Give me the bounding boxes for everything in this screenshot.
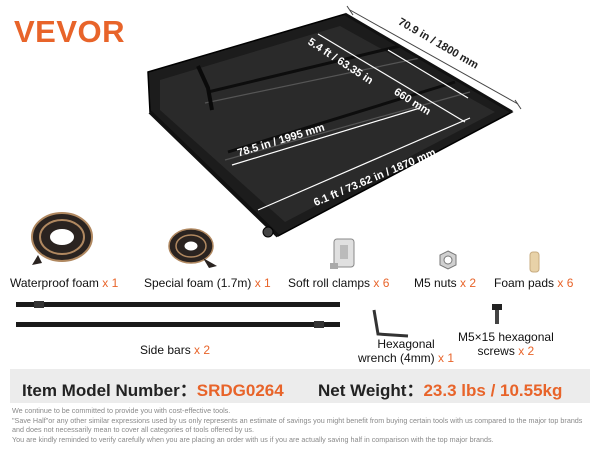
disclaimer-line: "Save Half"or any other similar expressi… <box>12 415 583 435</box>
hex-wrench-label: Hexagonal wrench (4mm) x 1 <box>358 337 455 365</box>
disclaimer-line: We continue to be committed to provide y… <box>12 406 231 415</box>
hex-screws-label: M5×15 hexagonal screws x 2 <box>458 330 554 358</box>
product-info-bar <box>10 369 590 403</box>
foam-pads-label: Foam pads x 6 <box>494 276 574 290</box>
side-bars-label: Side bars x 2 <box>140 343 211 357</box>
special-foam-image <box>168 228 217 268</box>
m5-nuts-label: M5 nuts x 2 <box>414 276 477 290</box>
hex-screw-image <box>492 304 502 324</box>
tonneau-cover-image <box>147 5 522 238</box>
waterproof-foam-image <box>31 212 93 265</box>
disclaimer-text: We continue to be committed to provide y… <box>12 406 592 444</box>
vevor-logo: VEVOR <box>14 14 126 49</box>
hex-wrench-image <box>372 309 409 338</box>
foam-pad-image <box>529 251 540 273</box>
m5-nut-image <box>439 250 457 270</box>
waterproof-foam-label: Waterproof foam x 1 <box>10 276 119 290</box>
item-model-number: Item Model Number：SRDG0264 <box>22 381 284 400</box>
disclaimer-line: You are kindly reminded to verify carefu… <box>12 434 494 444</box>
soft-roll-clamp-image <box>330 238 355 269</box>
side-bars-image <box>16 301 340 328</box>
net-weight: Net Weight：23.3 lbs / 10.55kg <box>318 381 563 400</box>
special-foam-label: Special foam (1.7m) x 1 <box>144 276 271 290</box>
soft-roll-clamps-label: Soft roll clamps x 6 <box>288 276 390 290</box>
